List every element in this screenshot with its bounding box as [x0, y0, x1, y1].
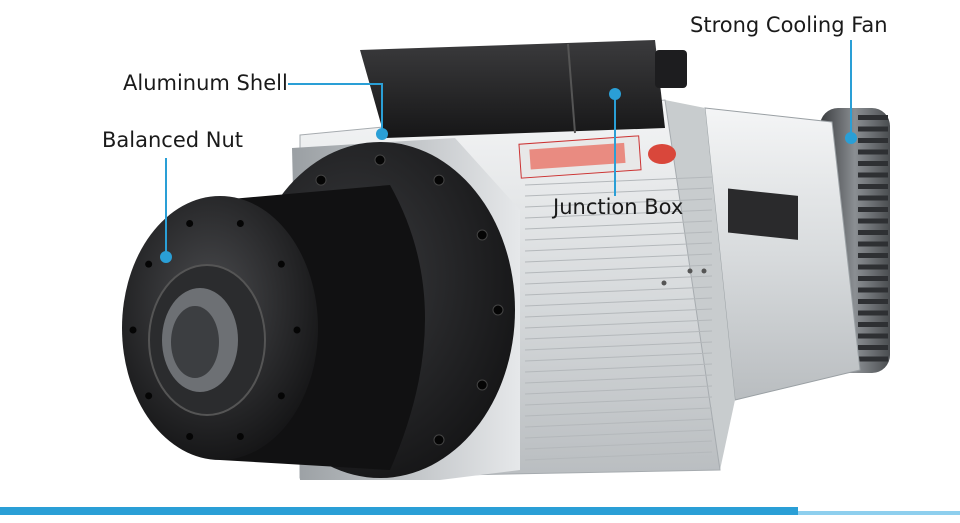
- shell-rib: [524, 176, 713, 186]
- shell-rib: [524, 242, 713, 252]
- flange-bolt: [492, 304, 504, 316]
- fan-fin: [858, 184, 888, 189]
- fan-fin: [858, 322, 888, 327]
- nose-hole: [236, 433, 244, 441]
- callout-dot-box: [609, 88, 621, 100]
- callout-label-cooling-fan: Strong Cooling Fan: [690, 13, 888, 37]
- shell-rib: [524, 253, 713, 263]
- nose-hole: [186, 433, 194, 441]
- fan-fin: [858, 161, 888, 166]
- shell-rib: [524, 264, 713, 274]
- shell-rib: [524, 297, 713, 307]
- fan-fin: [858, 218, 888, 224]
- shell-rib: [524, 352, 713, 362]
- shell-rib: [524, 418, 713, 428]
- shell-rib: [524, 363, 713, 373]
- callout-lines: [165, 40, 852, 255]
- fan-fin: [858, 230, 888, 235]
- callout-label-aluminum-shell: Aluminum Shell: [123, 71, 288, 95]
- fan-fin: [858, 138, 888, 143]
- shell-rib: [524, 275, 713, 285]
- flange-bolt: [374, 154, 386, 166]
- shell-rib: [524, 187, 713, 197]
- shell-ribs: [524, 176, 713, 461]
- callout-line-shell: [288, 83, 383, 132]
- flange-bolt: [476, 379, 488, 391]
- junction-box: [360, 40, 687, 138]
- nose-hole: [145, 260, 153, 268]
- flange-bolt: [433, 434, 445, 446]
- rear-housing: [665, 100, 861, 470]
- shell-rib: [524, 407, 713, 417]
- fan-fin: [858, 172, 888, 178]
- fan-fin: [858, 207, 888, 212]
- nose-hole: [145, 392, 153, 400]
- nose-hole: [293, 326, 301, 334]
- nose-hole: [186, 219, 194, 227]
- fan-fin: [858, 356, 888, 362]
- flange-bolt: [433, 174, 445, 186]
- shell-rib: [524, 209, 713, 219]
- spindle-nose: [122, 185, 425, 470]
- shell-rib: [524, 220, 713, 230]
- callout-dot-nut: [160, 251, 172, 263]
- fan-fin: [858, 195, 888, 201]
- shell-rib: [524, 198, 713, 208]
- callout-label-balanced-nut: Balanced Nut: [102, 128, 244, 152]
- fan-fin: [858, 126, 888, 132]
- shell-rib: [524, 374, 713, 384]
- shell-rib: [524, 385, 713, 395]
- shell-rib: [524, 451, 713, 461]
- shell-rib: [524, 396, 713, 406]
- callout-label-junction-box: Junction Box: [553, 195, 684, 219]
- fan-fin: [858, 333, 888, 339]
- fan-fin: [858, 310, 888, 316]
- fan-fin: [858, 264, 888, 270]
- shell-rib: [524, 440, 713, 450]
- bottom-accent-bar-light: [798, 511, 960, 515]
- callout-dot-fan: [845, 132, 857, 144]
- shell-rib: [524, 429, 713, 439]
- fan-fin: [858, 287, 888, 293]
- nose-holes: [129, 219, 301, 441]
- fan-fin: [858, 241, 888, 247]
- bottom-accent-bar: [0, 507, 798, 515]
- flange-bolt: [476, 229, 488, 241]
- shell-rib: [524, 341, 713, 351]
- fan-fin: [858, 115, 888, 120]
- callout-dots: [160, 88, 857, 263]
- fan-fins: [858, 115, 888, 362]
- nose-hole: [129, 326, 137, 334]
- shell-rib: [524, 308, 713, 318]
- flange-bolt: [315, 174, 327, 186]
- nose-hole: [277, 260, 285, 268]
- fan-fin: [858, 276, 888, 281]
- shell-rib: [524, 319, 713, 329]
- callout-dot-shell: [376, 128, 388, 140]
- fan-fin: [858, 149, 888, 155]
- shell-rib: [524, 330, 713, 340]
- shell-rib: [524, 286, 713, 296]
- nose-hole: [277, 392, 285, 400]
- nose-hole: [236, 219, 244, 227]
- fan-fin: [858, 299, 888, 304]
- fan-fin: [858, 345, 888, 350]
- shell-rib: [524, 231, 713, 241]
- fan-fin: [858, 253, 888, 258]
